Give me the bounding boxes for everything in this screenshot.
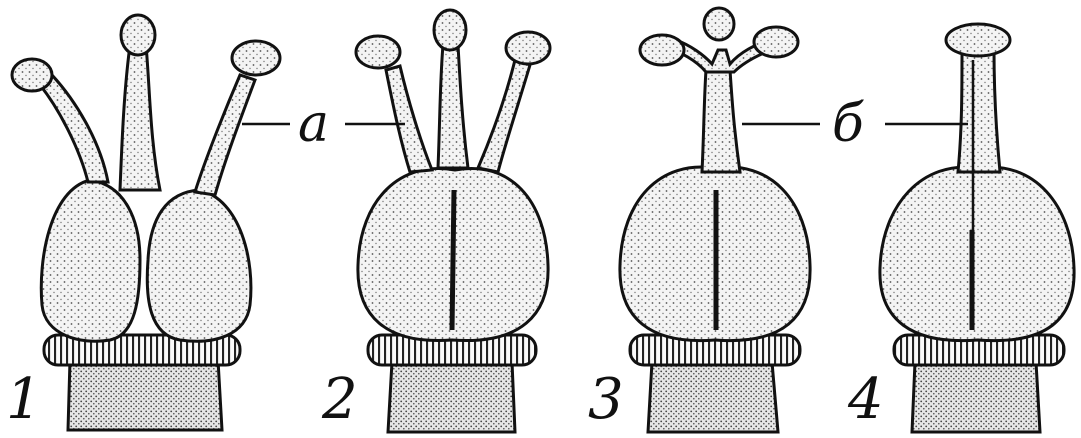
pistil-panel-1 bbox=[12, 15, 280, 430]
pistil-panel-3 bbox=[620, 8, 810, 432]
stigma-right bbox=[506, 32, 550, 64]
callout-b: б bbox=[832, 98, 864, 150]
style-middle bbox=[438, 45, 468, 168]
receptacle-base bbox=[648, 362, 778, 432]
stigma-middle bbox=[434, 10, 466, 50]
pistil-panel-2 bbox=[356, 10, 550, 432]
receptacle-base bbox=[68, 360, 222, 430]
style-middle bbox=[120, 45, 160, 190]
stigma-middle bbox=[704, 8, 734, 40]
style-fused bbox=[958, 50, 1000, 172]
callout-a: а bbox=[298, 98, 329, 150]
style-fused bbox=[702, 70, 740, 172]
ovary-fused bbox=[880, 167, 1074, 341]
panel-number-2: 2 bbox=[322, 372, 358, 428]
style-right bbox=[478, 60, 530, 172]
stigma-left bbox=[640, 35, 684, 65]
stigma-right bbox=[754, 27, 798, 57]
panel-number-1: 1 bbox=[6, 372, 42, 428]
ovary-left bbox=[41, 180, 140, 341]
stigma-middle bbox=[121, 15, 155, 55]
stigma-right bbox=[232, 41, 280, 75]
style-left bbox=[40, 75, 108, 182]
stigma-left bbox=[12, 59, 52, 91]
ovary-right bbox=[147, 190, 251, 341]
pistil-panel-4 bbox=[880, 24, 1074, 432]
stigma-capitate bbox=[946, 24, 1010, 56]
style-left bbox=[386, 66, 432, 172]
ovary-suture bbox=[452, 190, 454, 330]
receptacle-base bbox=[912, 362, 1040, 432]
receptacle-base bbox=[388, 362, 515, 432]
panel-number-4: 4 bbox=[848, 372, 884, 428]
stigma-left bbox=[356, 36, 400, 68]
panel-number-3: 3 bbox=[588, 372, 624, 428]
style-right bbox=[195, 75, 255, 195]
